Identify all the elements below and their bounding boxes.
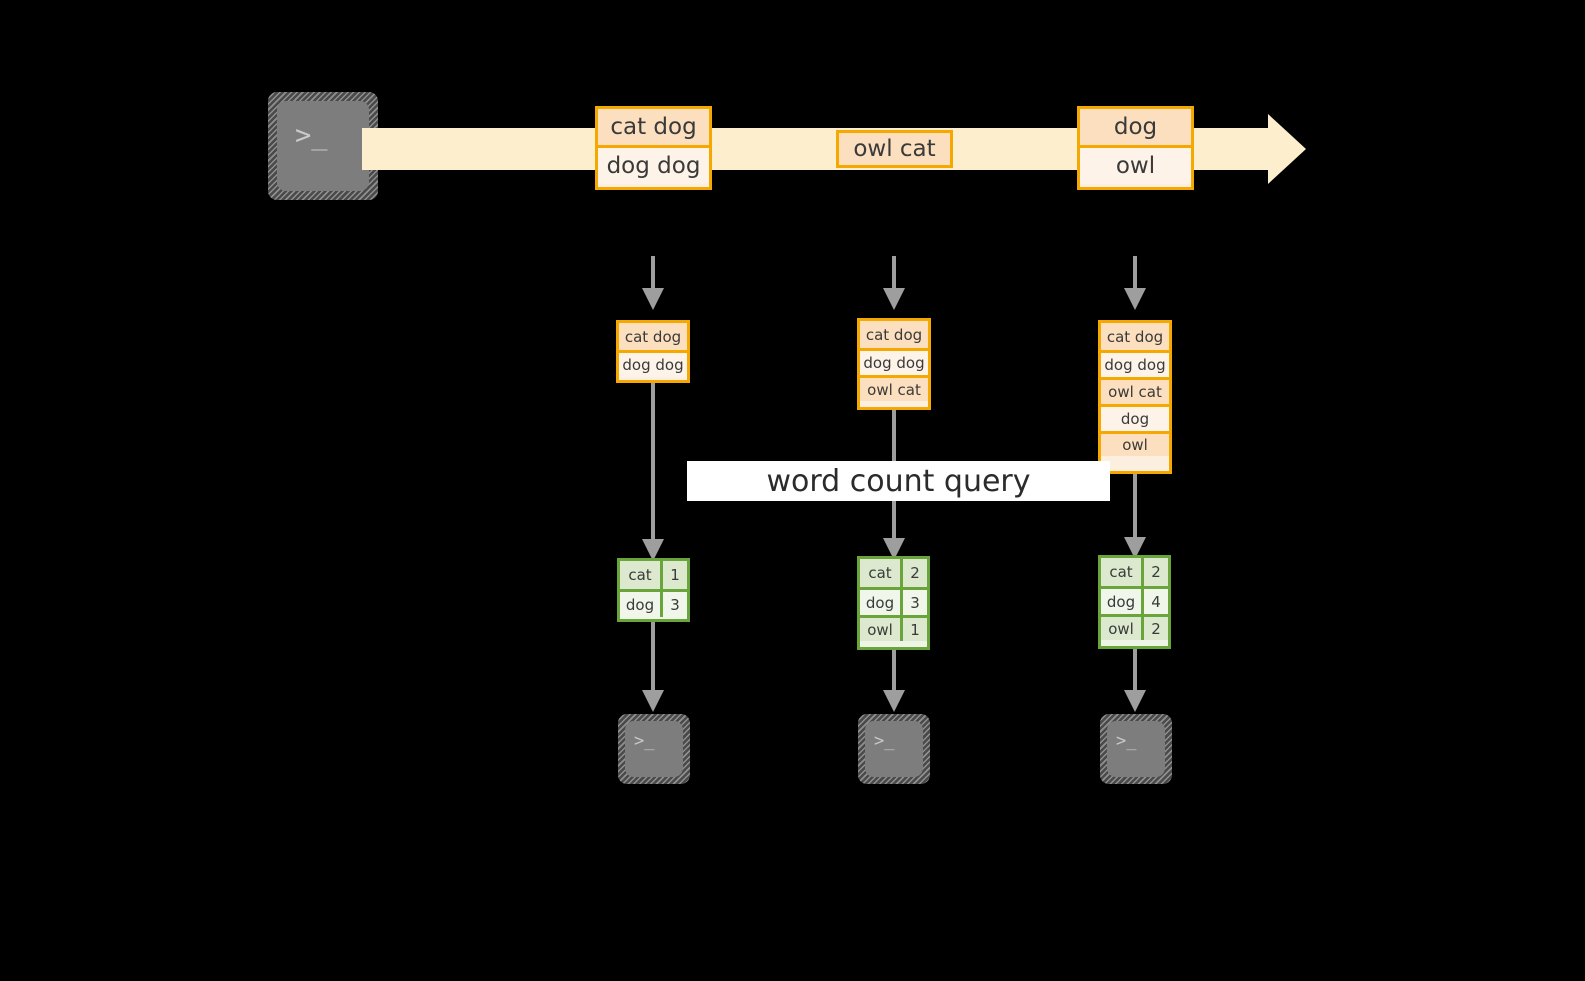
snapshot-line: dog dog — [860, 348, 928, 375]
snapshot-line: owl cat — [860, 375, 928, 401]
stream-event-line: owl — [1080, 145, 1191, 184]
terminal-face — [625, 721, 683, 777]
result-count-cell: 3 — [903, 590, 927, 615]
stream-event-batch-3[interactable]: dog owl — [1077, 106, 1194, 190]
table-row: dog 3 — [860, 587, 927, 615]
result-count-cell: 3 — [663, 592, 687, 617]
result-table-column-1[interactable]: cat 1 dog 3 — [617, 558, 690, 622]
result-word-cell: cat — [860, 559, 903, 587]
result-word-cell: dog — [620, 592, 663, 617]
table-row: cat 1 — [620, 561, 687, 589]
result-word-cell: dog — [1101, 589, 1144, 614]
sink-terminal-icon-column-2[interactable]: >_ — [858, 714, 930, 784]
terminal-prompt-text: >_ — [1116, 731, 1137, 751]
stream-arrow-head — [1268, 114, 1306, 184]
table-row: dog 4 — [1101, 586, 1168, 614]
sink-arrow-head-2 — [883, 690, 905, 712]
snapshot-line: dog dog — [619, 350, 687, 377]
result-table-column-3[interactable]: cat 2 dog 4 owl 2 — [1098, 555, 1171, 649]
result-word-cell: cat — [1101, 558, 1144, 586]
snapshot-line: owl cat — [1101, 377, 1169, 404]
query-arrow-line-3 — [1133, 474, 1137, 542]
query-arrow-head-3 — [1124, 537, 1146, 559]
stream-tap-arrow-line-3 — [1133, 256, 1137, 292]
snapshot-stack-column-2[interactable]: cat dog dog dog owl cat — [857, 318, 931, 410]
snapshot-line: dog — [1101, 404, 1169, 431]
snapshot-line: cat dog — [1101, 323, 1169, 350]
result-count-cell: 2 — [903, 559, 927, 587]
snapshot-line: cat dog — [860, 321, 928, 348]
result-word-cell: dog — [860, 590, 903, 615]
sink-arrow-line-1 — [651, 622, 655, 694]
query-arrow-head-2 — [883, 538, 905, 560]
query-arrow-line-1 — [651, 383, 655, 543]
sink-terminal-icon-column-3[interactable]: >_ — [1100, 714, 1172, 784]
table-row: owl 2 — [1101, 614, 1168, 640]
sink-terminal-icon-column-1[interactable]: >_ — [618, 714, 690, 784]
sink-arrow-head-1 — [642, 690, 664, 712]
stream-tap-arrow-line-2 — [892, 256, 896, 292]
table-row: dog 3 — [620, 589, 687, 617]
result-word-cell: owl — [860, 618, 903, 641]
result-count-cell: 4 — [1144, 589, 1168, 614]
terminal-face — [1107, 721, 1165, 777]
stream-event-line: dog — [1080, 109, 1191, 145]
snapshot-stack-column-3[interactable]: cat dog dog dog owl cat dog owl — [1098, 320, 1172, 474]
result-count-cell: 2 — [1144, 558, 1168, 586]
source-terminal-icon[interactable]: >_ — [268, 92, 378, 200]
snapshot-line: owl — [1101, 431, 1169, 456]
terminal-prompt-text: >_ — [634, 731, 655, 751]
snapshot-stack-column-1[interactable]: cat dog dog dog — [616, 320, 690, 383]
result-count-cell: 1 — [903, 618, 927, 641]
query-label: word count query — [687, 461, 1110, 501]
stream-event-batch-1[interactable]: cat dog dog dog — [595, 106, 712, 190]
query-arrow-head-1 — [642, 539, 664, 561]
result-table-column-2[interactable]: cat 2 dog 3 owl 1 — [857, 556, 930, 650]
table-row: cat 2 — [860, 559, 927, 587]
snapshot-line: dog dog — [1101, 350, 1169, 377]
sink-arrow-line-2 — [892, 650, 896, 694]
result-word-cell: owl — [1101, 617, 1144, 640]
terminal-face — [277, 101, 369, 191]
stream-tap-arrow-head-3 — [1124, 288, 1146, 310]
snapshot-line: cat dog — [619, 323, 687, 350]
result-word-cell: cat — [620, 561, 663, 589]
table-row: owl 1 — [860, 615, 927, 641]
stream-event-line: cat dog — [598, 109, 709, 145]
terminal-prompt-text: >_ — [295, 120, 328, 151]
stream-tap-arrow-head-1 — [642, 288, 664, 310]
stream-event-batch-2[interactable]: owl cat — [836, 130, 953, 168]
stream-event-line: owl cat — [839, 133, 950, 165]
terminal-prompt-text: >_ — [874, 731, 895, 751]
stream-event-line: dog dog — [598, 145, 709, 184]
sink-arrow-head-3 — [1124, 690, 1146, 712]
terminal-face — [865, 721, 923, 777]
result-count-cell: 2 — [1144, 617, 1168, 640]
stream-tap-arrow-head-2 — [883, 288, 905, 310]
result-count-cell: 1 — [663, 561, 687, 589]
stream-tap-arrow-line-1 — [651, 256, 655, 292]
sink-arrow-line-3 — [1133, 649, 1137, 694]
table-row: cat 2 — [1101, 558, 1168, 586]
